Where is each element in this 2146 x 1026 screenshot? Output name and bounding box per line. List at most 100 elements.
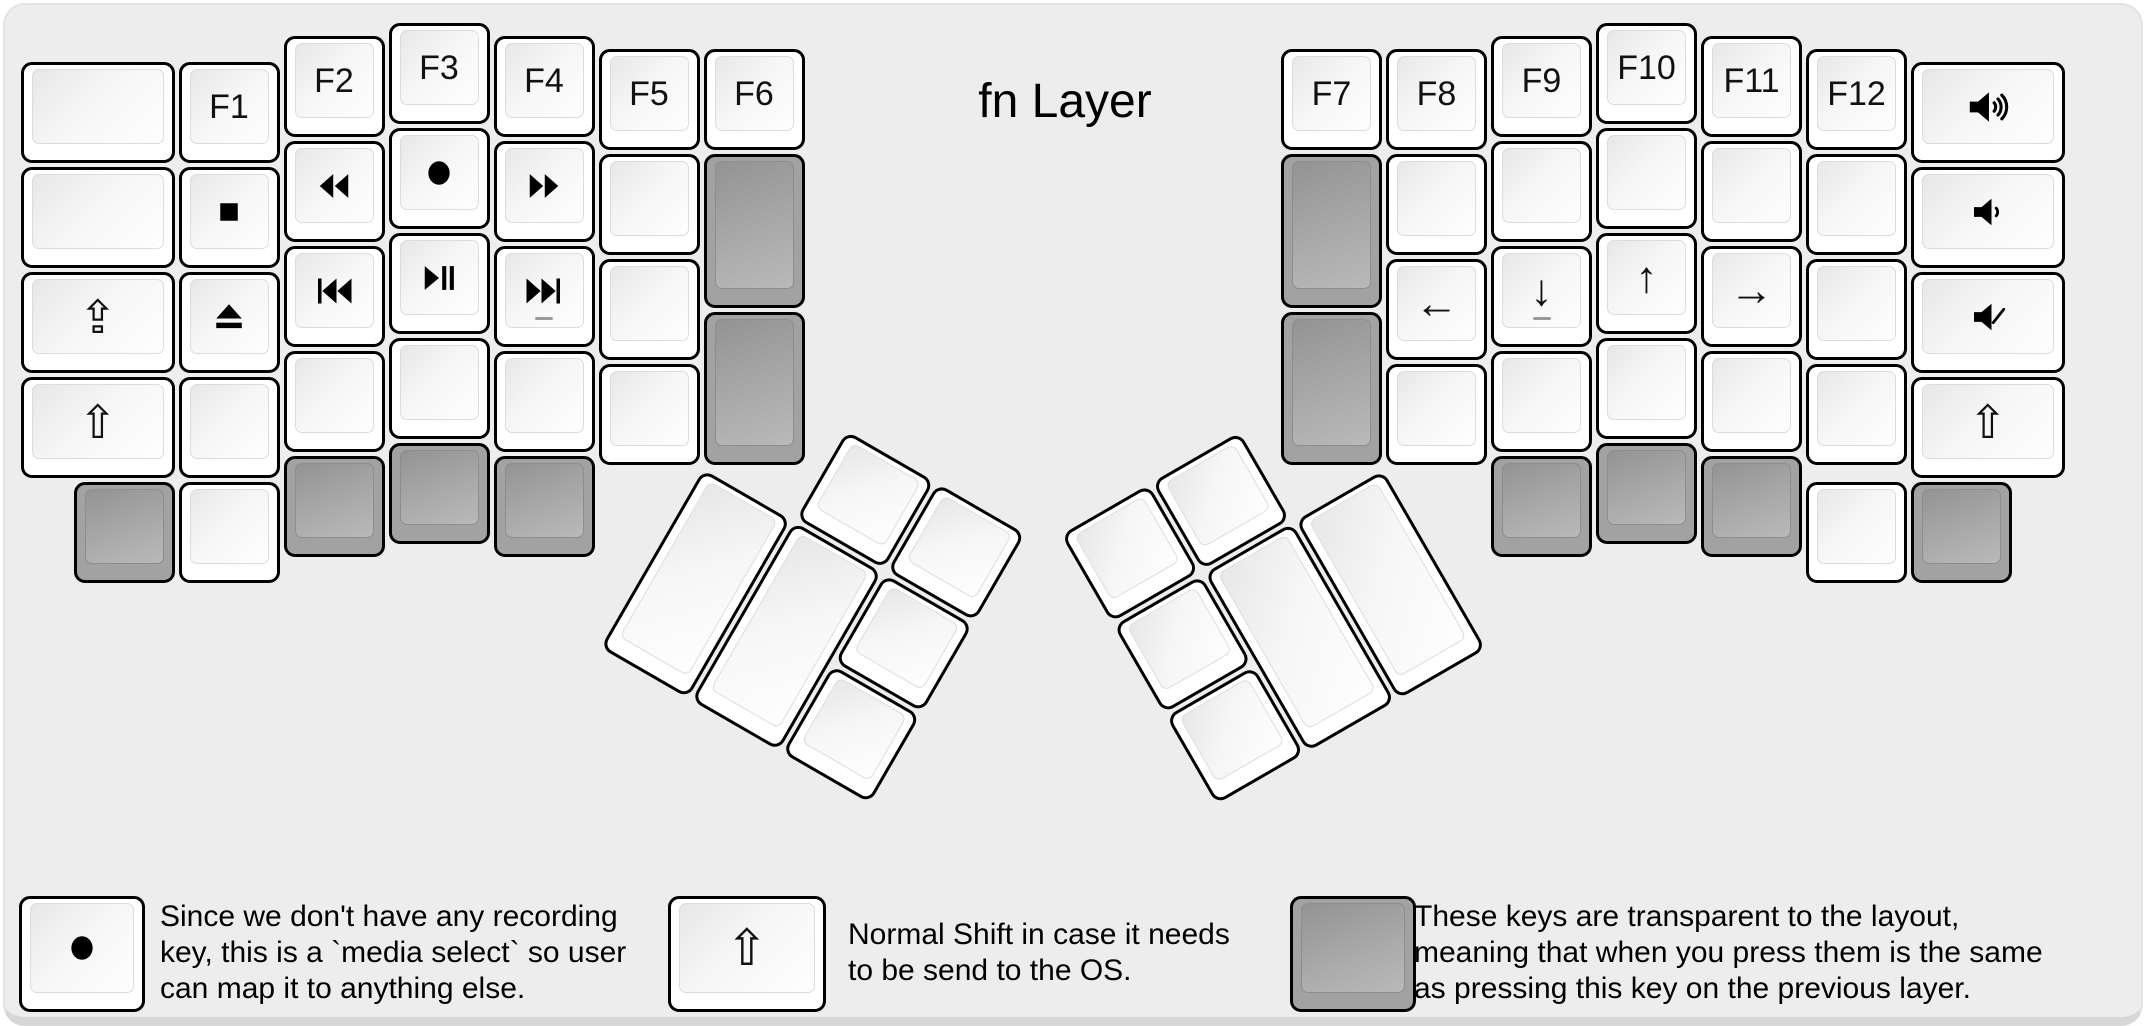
keycap (1607, 450, 1686, 525)
key-f12: F12 (1806, 49, 1907, 151)
volume-up-icon (1965, 84, 2011, 130)
legend-line: key, this is a `media select` so user (160, 936, 627, 969)
key-f8: F8 (1386, 49, 1487, 151)
key-skip-forward (493, 246, 595, 348)
keycap (32, 174, 164, 250)
key-glyph: ← (1414, 278, 1459, 328)
keycap (399, 450, 479, 525)
keycap (1712, 463, 1791, 539)
key-label: F11 (1723, 61, 1780, 100)
key-transparent (1911, 482, 2012, 584)
key-blank (178, 377, 280, 479)
key-f3: F3 (388, 23, 490, 124)
keycap (1165, 443, 1271, 549)
key-eject (178, 272, 280, 374)
keycap (32, 69, 164, 145)
key-f1: F1 (178, 62, 280, 164)
keycap (609, 161, 689, 237)
keycap (1502, 148, 1581, 224)
key-blank (388, 338, 490, 439)
keycap (814, 442, 921, 548)
key-shift: ⇧ (21, 377, 175, 479)
key-rewind (283, 141, 385, 243)
key-f11: F11 (1701, 36, 1802, 138)
key-transparent (1701, 456, 1802, 558)
legend-line: as pressing this key on the previous lay… (1414, 972, 1971, 1005)
key-down-arrow: ↓ (1491, 246, 1592, 348)
keycap: F3 (399, 30, 479, 105)
key-label: F4 (524, 61, 564, 100)
keycap (1712, 148, 1791, 224)
key-volume-down (1911, 167, 2065, 269)
key-f6: F6 (703, 49, 805, 151)
key-glyph: ⇧ (726, 920, 768, 976)
keycap (1607, 135, 1686, 210)
keycap: F10 (1607, 30, 1686, 105)
keycap (504, 358, 584, 434)
key-transparent (703, 311, 805, 466)
keycap (1397, 161, 1476, 237)
keycap (30, 903, 134, 993)
keycap (399, 240, 479, 315)
keycap (1922, 69, 2054, 145)
key-left-arrow: ← (1386, 259, 1487, 361)
key-label: F2 (314, 61, 354, 100)
key-glyph: ↓ (1530, 265, 1553, 315)
keycap (1922, 174, 2054, 250)
key-label: F12 (1827, 74, 1886, 113)
mute-icon (1967, 296, 2009, 338)
keycap: F12 (1817, 56, 1896, 132)
keycap: ← (1397, 266, 1476, 342)
key-transparent (1596, 443, 1697, 544)
keycap (1502, 463, 1581, 539)
key-up-arrow: ↑ (1596, 233, 1697, 334)
keycap (1301, 903, 1405, 993)
key-transparent-example (1290, 896, 1416, 1012)
key-blank (1701, 351, 1802, 453)
volume-down-icon (1967, 191, 2009, 233)
keycap: F8 (1397, 56, 1476, 132)
key-label: F8 (1416, 74, 1457, 113)
keycap (189, 384, 269, 460)
keycap: ↓ (1502, 253, 1581, 329)
keycap (504, 463, 584, 539)
keycap: F6 (714, 56, 794, 132)
key-glyph: ↑ (1635, 252, 1658, 302)
keycap (714, 161, 794, 289)
keycap (1817, 371, 1896, 447)
layer-title: fn Layer (978, 75, 1152, 128)
keycap: ↑ (1607, 240, 1686, 315)
keycap (294, 148, 374, 224)
key-transparent (1491, 456, 1592, 558)
key-label: F3 (419, 48, 459, 87)
key-volume-up (1911, 62, 2065, 164)
keycap (714, 318, 794, 447)
key-blank (1806, 154, 1907, 256)
legend-line: to be send to the OS. (848, 954, 1132, 987)
keycap (1502, 358, 1581, 434)
key-label: F5 (629, 74, 669, 113)
key-f7: F7 (1281, 49, 1382, 151)
key-blank (1386, 154, 1487, 256)
fast-forward-icon (525, 167, 563, 205)
keycap: ⇧ (679, 903, 815, 993)
key-glyph: ⇪ (78, 290, 118, 343)
key-play-pause (388, 233, 490, 334)
legend-line: can map it to anything else. (160, 972, 526, 1005)
keycap (1922, 279, 2054, 355)
play-pause-icon (420, 259, 458, 297)
key-blank (1596, 128, 1697, 229)
keycap: F7 (1292, 56, 1371, 132)
keycap (189, 279, 269, 355)
keycap (1817, 161, 1896, 237)
key-blank (1806, 364, 1907, 466)
homing-bar (1532, 317, 1551, 321)
keycap (504, 253, 584, 329)
key-blank (283, 351, 385, 453)
key-blank (1491, 351, 1592, 453)
keycap (189, 174, 269, 250)
key-blank (598, 364, 700, 466)
keycap (1074, 496, 1181, 601)
